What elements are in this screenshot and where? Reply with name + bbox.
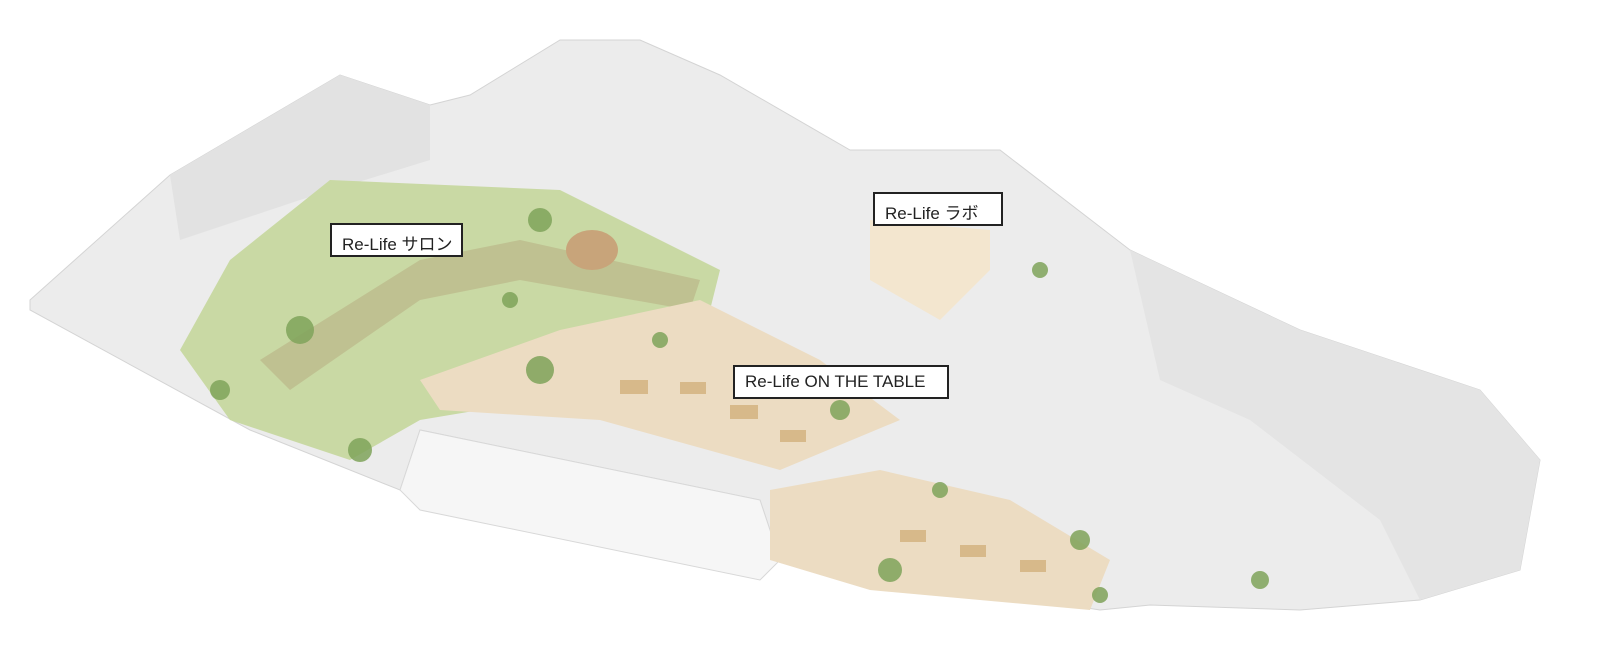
- area-label-labo: Re-Life ラボ: [873, 192, 1003, 226]
- plants: [210, 208, 1269, 603]
- area-label-salon: Re-Life サロン: [330, 223, 463, 257]
- right-wall-block: [1130, 250, 1540, 600]
- labo-room-floor: [870, 220, 990, 320]
- seminar-floor: [770, 470, 1110, 610]
- tables: [620, 380, 1046, 572]
- area-label-on-the-table: Re-Life ON THE TABLE: [733, 365, 949, 399]
- salon-pod: [566, 230, 618, 270]
- green-path: [260, 240, 700, 390]
- back-wall-block: [170, 75, 430, 240]
- cafe-floor: [420, 300, 900, 470]
